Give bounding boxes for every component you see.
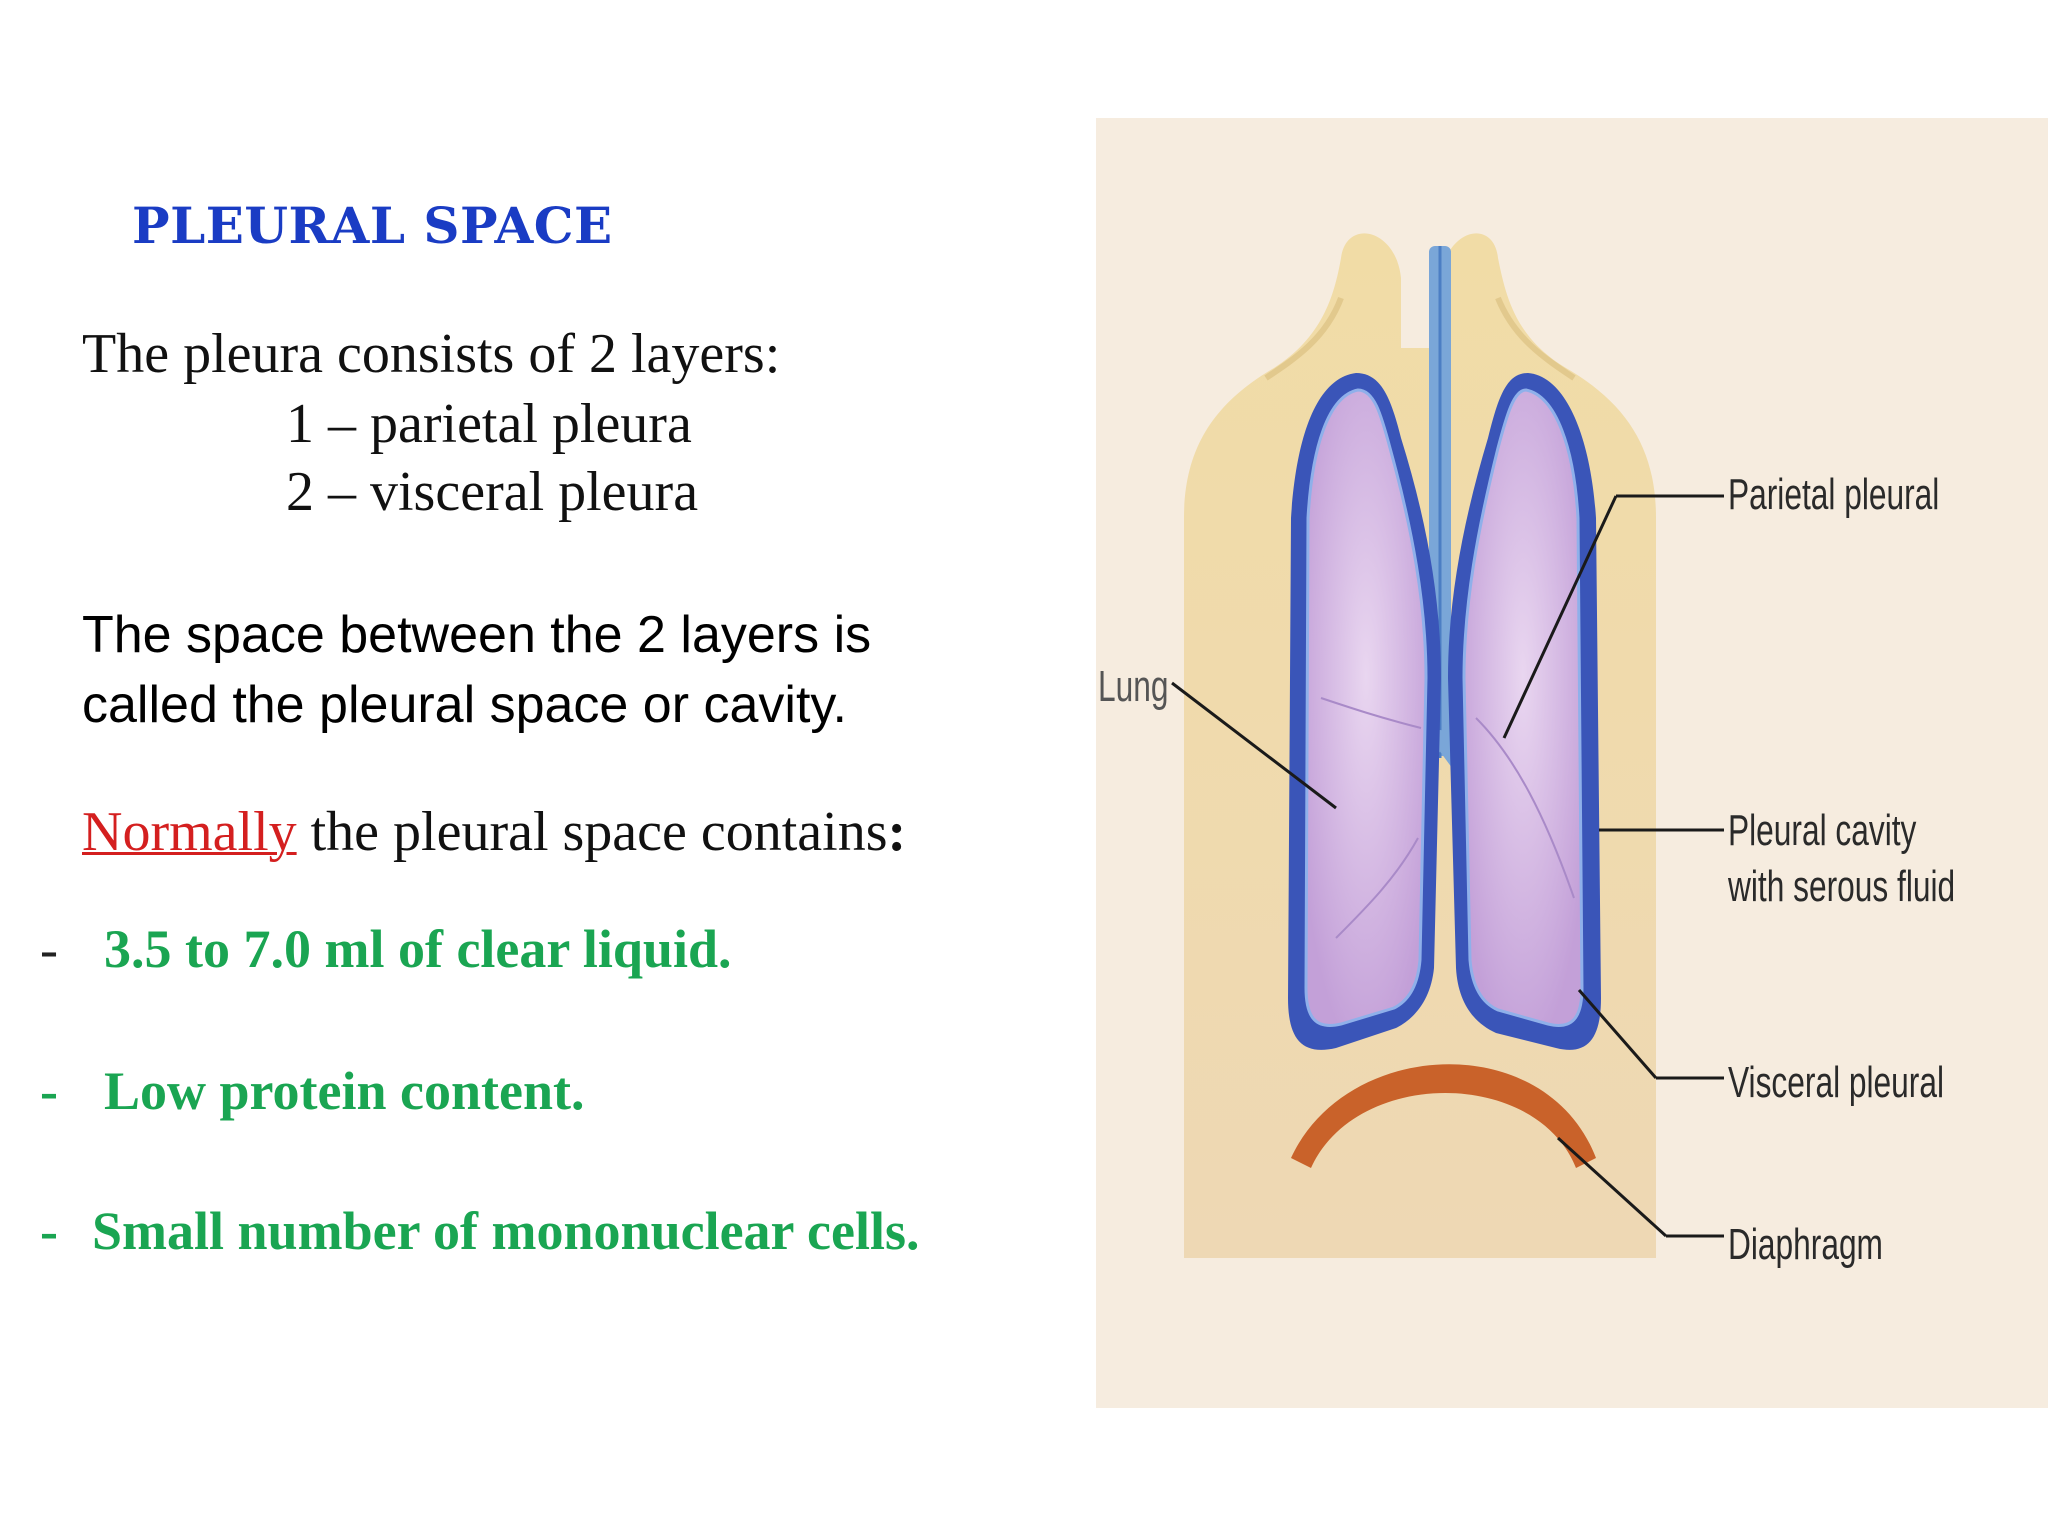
lung-left: [1304, 388, 1428, 1027]
bullet-dash: -: [40, 1201, 58, 1261]
label-serous-fluid: with serous fluid: [1728, 862, 1956, 911]
content-bullet: -Small number of mononuclear cells.: [40, 1200, 920, 1262]
contents-heading-colon: :: [887, 801, 907, 863]
neck-shadow: [1264, 296, 1576, 381]
bullet-text: Small number of mononuclear cells.: [92, 1201, 920, 1261]
contents-heading: Normally the pleural space contains:: [82, 800, 906, 864]
label-lung: Lung: [1098, 662, 1169, 711]
bullet-dash: -: [40, 919, 58, 979]
content-bullet: -3.5 to 7.0 ml of clear liquid.: [40, 918, 732, 980]
definition-line-1: The space between the 2 layers is: [82, 606, 872, 664]
diaphragm: [1291, 1064, 1596, 1168]
label-diaphragm: Diaphragm: [1728, 1220, 1883, 1269]
layer-item-parietal: 1 – parietal pleura: [286, 393, 692, 455]
layer-item-visceral: 2 – visceral pleura: [286, 461, 699, 523]
pleura-diagram: [1171, 233, 1724, 1258]
bullet-text: 3.5 to 7.0 ml of clear liquid.: [104, 919, 732, 979]
label-visceral-pleural: Visceral pleural: [1728, 1058, 1945, 1107]
pleura-anatomy-figure: Lung Parietal pleural Pleural cavity wit…: [1096, 118, 2048, 1408]
contents-heading-text: the pleural space contains: [296, 801, 888, 863]
label-pleural-cavity: Pleural cavity: [1728, 806, 1917, 855]
definition-line-2: called the pleural space or cavity.: [82, 676, 847, 734]
content-bullet: -Low protein content.: [40, 1060, 585, 1122]
slide-title: PLEURAL SPACE: [132, 196, 613, 255]
normally-emphasis: Normally: [82, 801, 297, 863]
leader-lines: [1171, 494, 1724, 1238]
lung-right: [1462, 388, 1584, 1027]
label-parietal-pleural: Parietal pleural: [1728, 470, 1940, 519]
bullet-text: Low protein content.: [104, 1061, 585, 1121]
pleural-space-definition: The space between the 2 layers is called…: [82, 600, 1022, 740]
bullet-dash: -: [40, 1061, 58, 1121]
layers-intro: The pleura consists of 2 layers:: [82, 323, 781, 385]
